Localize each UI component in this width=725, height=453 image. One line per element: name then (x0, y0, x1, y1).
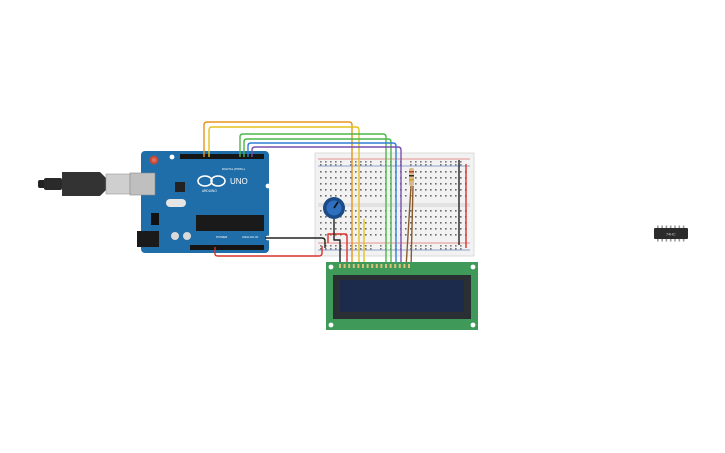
analog-in-label: ANALOG IN (242, 235, 258, 239)
regulator (151, 213, 159, 225)
uno-label: UNO (230, 177, 248, 186)
arduino-uno-board[interactable]: UNO ARDUINO DIGITAL (PWM~) POWER ANALOG … (129, 151, 271, 253)
wire-purple[interactable] (251, 146, 402, 268)
power-jack (137, 231, 159, 247)
lcd-pin-header (339, 264, 410, 268)
power-label: POWER (216, 235, 228, 239)
wire-yellow[interactable] (208, 126, 360, 268)
chip-pins (657, 225, 685, 242)
usb-port (129, 172, 156, 196)
crystal (166, 199, 186, 207)
arduino-logo-icon (197, 175, 226, 187)
wire-blue[interactable] (247, 142, 397, 268)
usb-cable[interactable] (38, 172, 131, 196)
lcd-screen (340, 280, 464, 312)
ic-chip-74hc[interactable]: 74HC (654, 225, 688, 242)
digital-label: DIGITAL (PWM~) (222, 167, 245, 171)
wire-red-2[interactable] (327, 233, 348, 268)
wire-brown[interactable] (405, 185, 412, 269)
wire-green[interactable] (239, 133, 387, 268)
wire-red[interactable] (214, 246, 323, 257)
wire-green-2[interactable] (243, 138, 392, 268)
arduino-brand-label: ARDUINO (202, 189, 217, 193)
lcd-16x2[interactable] (326, 262, 478, 330)
wires[interactable] (203, 121, 467, 269)
atmega-chip (196, 215, 264, 231)
wire-black[interactable] (265, 237, 326, 248)
potentiometer[interactable] (323, 197, 345, 219)
wire-brown-2[interactable] (410, 185, 414, 269)
analog-power-header (190, 245, 264, 250)
usb-chip (175, 182, 185, 192)
chip-label: 74HC (666, 233, 676, 237)
capacitor (171, 232, 179, 240)
resistor[interactable] (409, 168, 414, 186)
wire-orange[interactable] (203, 121, 353, 268)
digital-header (180, 154, 264, 159)
wire-black-2[interactable] (333, 219, 341, 268)
capacitor (183, 232, 191, 240)
